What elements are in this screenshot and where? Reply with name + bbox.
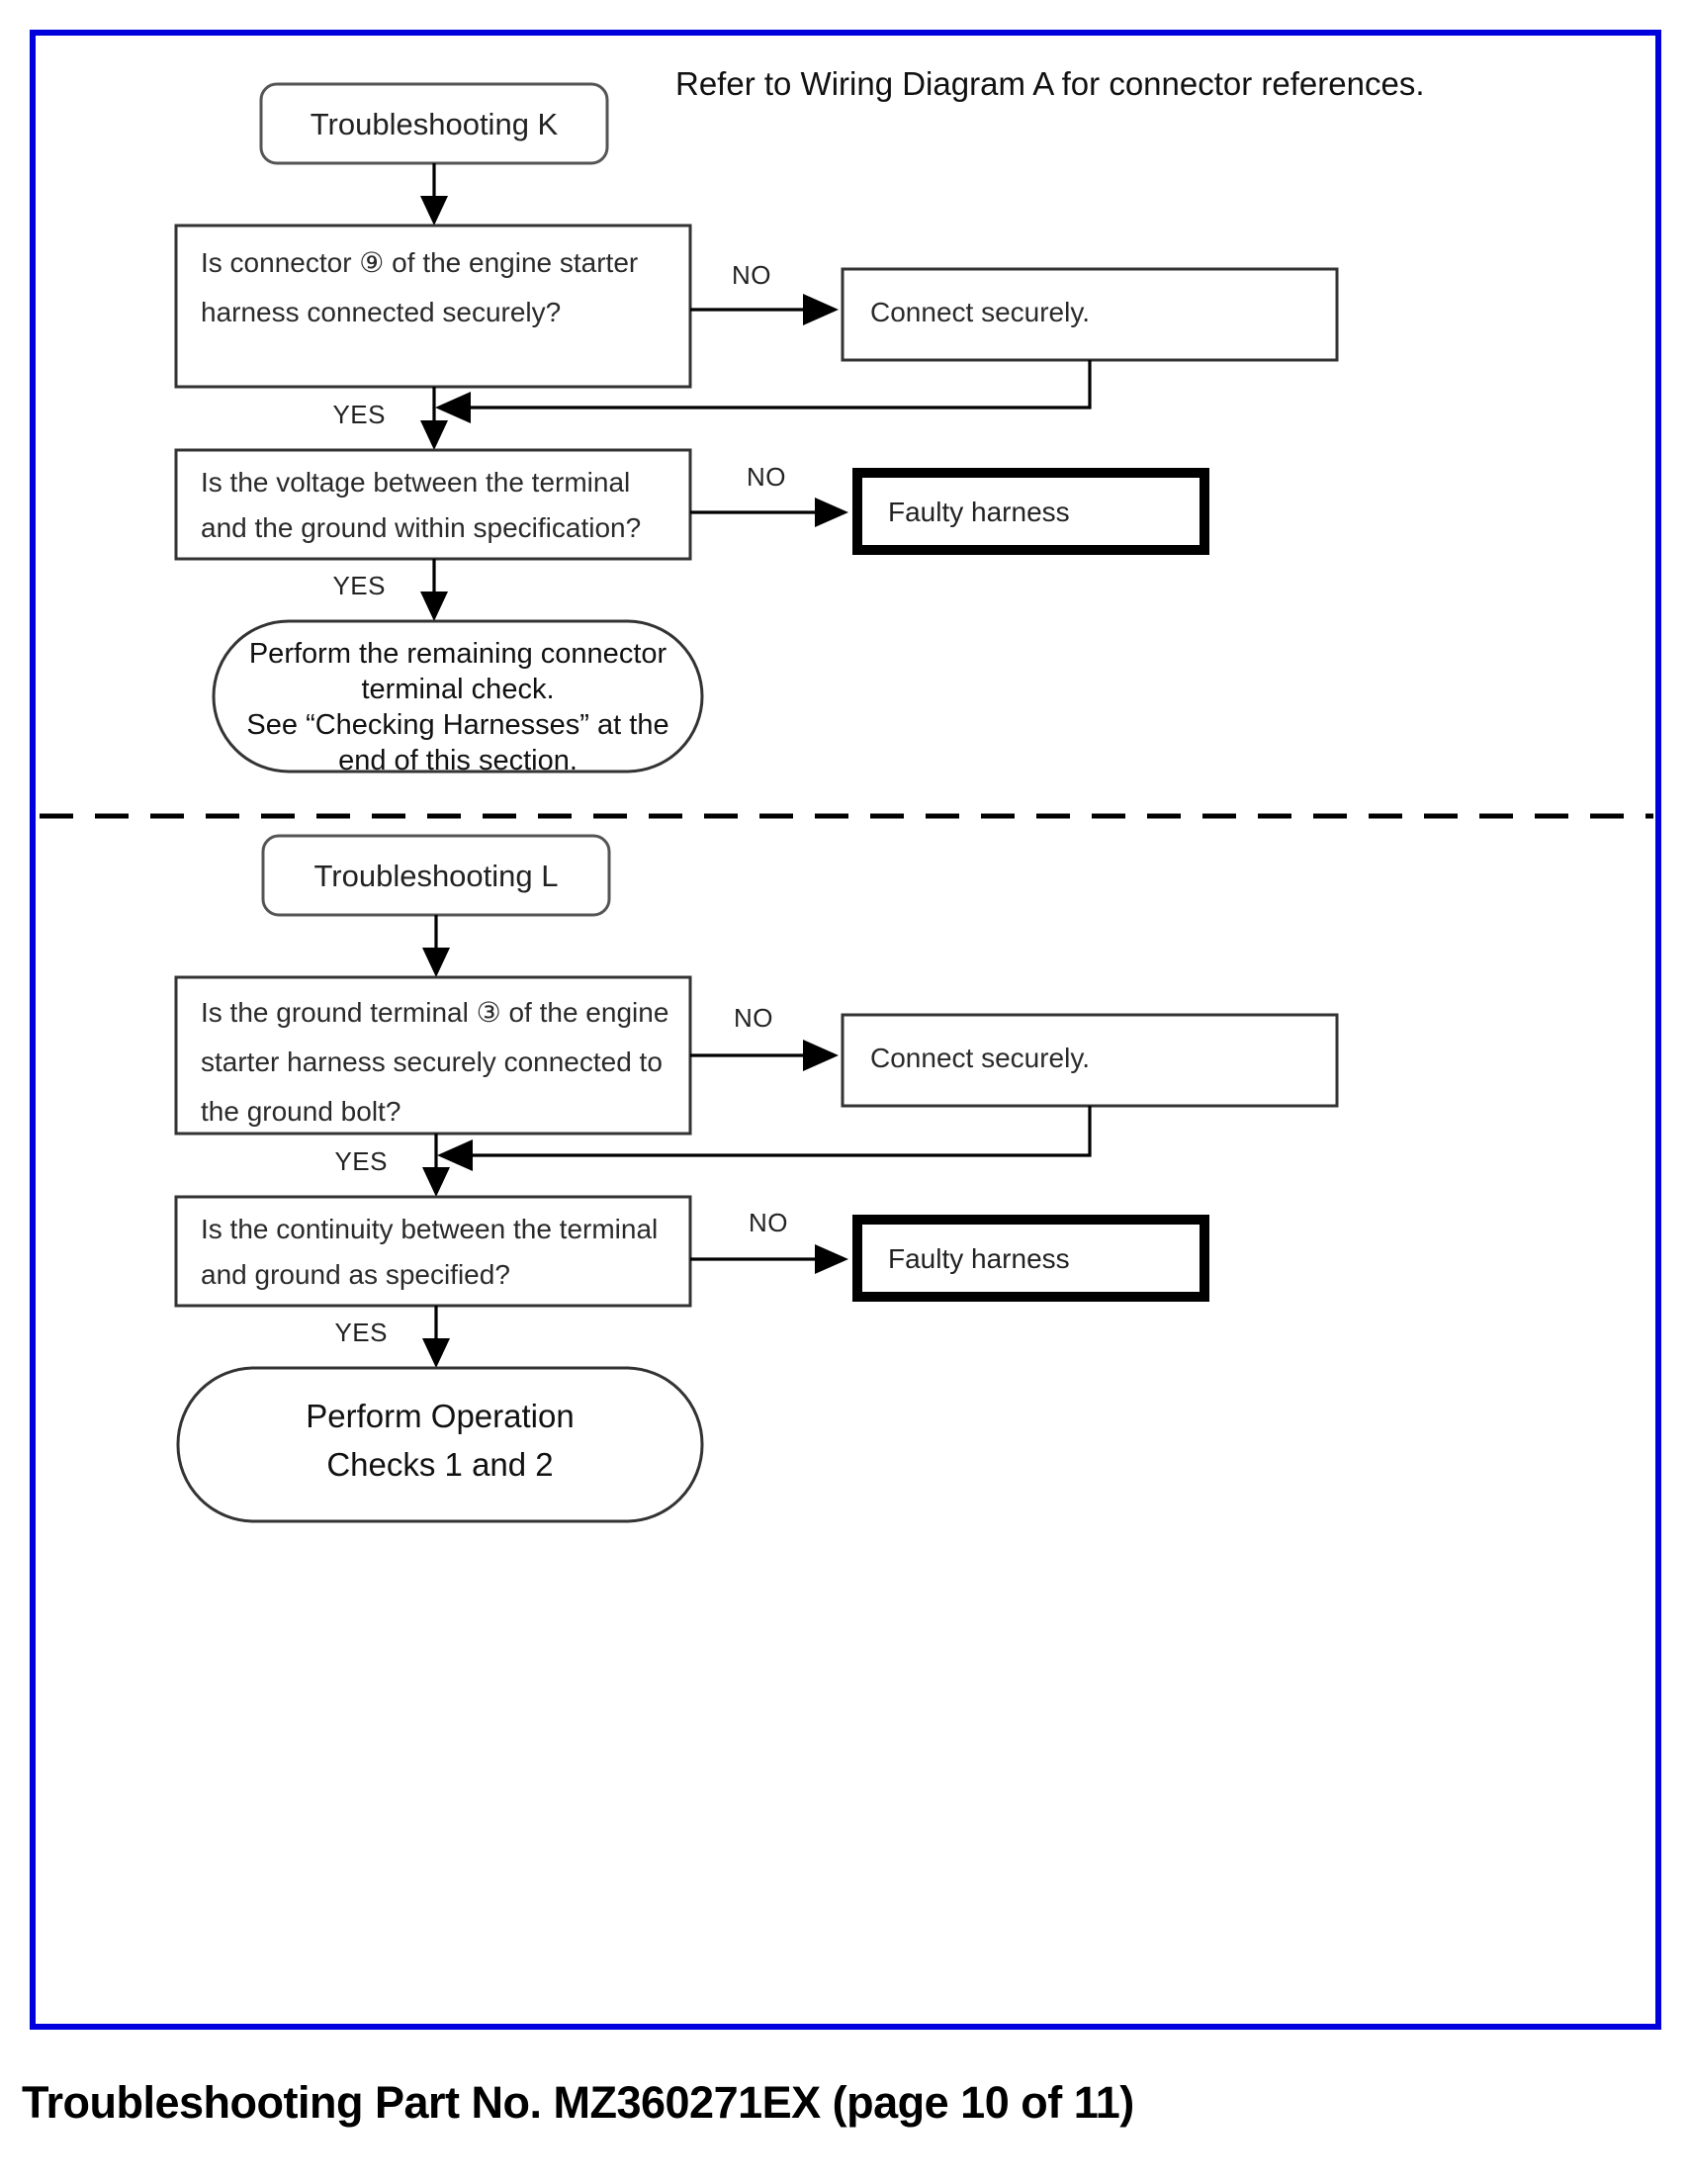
node-l-result-faulty[interactable] bbox=[852, 1215, 1209, 1302]
node-l-end-line1: Perform Operation bbox=[306, 1398, 574, 1434]
arrowhead-l-loopback bbox=[437, 1139, 473, 1171]
connector-k-loopback bbox=[465, 360, 1092, 410]
branch-label-l-no-2: NO bbox=[749, 1208, 788, 1237]
node-k-end-line3: See “Checking Harnesses” at the bbox=[246, 709, 668, 741]
footer-part-number: Troubleshooting Part No. MZ360271EX (pag… bbox=[22, 2077, 1134, 2128]
branch-label-k-yes-1: YES bbox=[332, 400, 386, 429]
branch-label-k-yes-2: YES bbox=[332, 571, 386, 600]
node-l-end-line2: Checks 1 and 2 bbox=[326, 1446, 553, 1483]
arrowhead-k-q2-yes bbox=[420, 592, 448, 621]
node-k-question-2-line2: and the ground within specification? bbox=[201, 512, 641, 543]
node-k-question-1-line1: Is connector ⑨ of the engine starter bbox=[201, 247, 638, 278]
node-l-action-connect[interactable] bbox=[841, 1013, 1339, 1108]
arrowhead-l-start-to-q1 bbox=[422, 948, 450, 977]
node-l-question-2-line2: and ground as specified? bbox=[201, 1259, 510, 1290]
node-k-end-line1: Perform the remaining connector bbox=[249, 638, 667, 670]
node-k-question-2[interactable] bbox=[174, 448, 692, 561]
arrowhead-l-q2-yes bbox=[422, 1338, 450, 1368]
section-troubleshooting-k: Troubleshooting K Is connector ⑨ of the … bbox=[174, 82, 1339, 776]
node-l-end-terminal[interactable] bbox=[176, 1366, 704, 1523]
node-l-action-connect-label: Connect securely. bbox=[870, 1043, 1090, 1073]
page-footer: Troubleshooting Part No. MZ360271EX (pag… bbox=[0, 2046, 1689, 2164]
arrowhead-k-q1-no bbox=[803, 294, 839, 325]
node-k-action-connect[interactable] bbox=[841, 267, 1339, 362]
node-k-end-line2: terminal check. bbox=[361, 674, 554, 705]
node-k-result-faulty-label: Faulty harness bbox=[888, 497, 1070, 527]
section-troubleshooting-l: Troubleshooting L Is the ground terminal… bbox=[174, 834, 1339, 1523]
node-l-question-1[interactable] bbox=[174, 975, 692, 1136]
arrowhead-l-q1-yes bbox=[422, 1167, 450, 1197]
arrowhead-k-q1-yes bbox=[420, 420, 448, 450]
branch-label-l-yes-1: YES bbox=[334, 1146, 388, 1176]
arrowhead-k-q2-no bbox=[815, 498, 848, 527]
node-l-result-faulty-label: Faulty harness bbox=[888, 1243, 1070, 1274]
arrowhead-l-q1-no bbox=[803, 1040, 839, 1071]
node-k-question-1-line2: harness connected securely? bbox=[201, 297, 561, 327]
node-k-result-faulty[interactable] bbox=[852, 468, 1209, 555]
node-k-end-terminal[interactable] bbox=[212, 619, 704, 774]
troubleshooting-flowchart: Refer to Wiring Diagram A for connector … bbox=[40, 65, 1653, 1523]
arrowhead-k-start-to-q1 bbox=[420, 196, 448, 226]
connector-l-loopback bbox=[467, 1106, 1092, 1157]
branch-label-l-yes-2: YES bbox=[334, 1318, 388, 1347]
branch-label-l-no-1: NO bbox=[734, 1003, 773, 1033]
node-l-question-1-line2: starter harness securely connected to bbox=[201, 1046, 663, 1077]
node-l-question-1-line3: the ground bolt? bbox=[201, 1096, 400, 1127]
wiring-diagram-note: Refer to Wiring Diagram A for connector … bbox=[675, 65, 1425, 102]
node-l-question-2[interactable] bbox=[174, 1195, 692, 1308]
node-start-l-label: Troubleshooting L bbox=[313, 859, 558, 893]
node-start-k-label: Troubleshooting K bbox=[311, 107, 559, 141]
node-k-end-line4: end of this section. bbox=[338, 745, 578, 776]
branch-label-k-no-1: NO bbox=[732, 260, 771, 290]
node-k-question-2-line1: Is the voltage between the terminal bbox=[201, 467, 630, 498]
node-l-question-2-line1: Is the continuity between the terminal bbox=[201, 1214, 658, 1244]
arrowhead-k-loopback bbox=[435, 392, 471, 423]
branch-label-k-no-2: NO bbox=[747, 462, 786, 492]
arrowhead-l-q2-no bbox=[815, 1244, 848, 1274]
node-l-question-1-line1: Is the ground terminal ③ of the engine bbox=[201, 997, 668, 1028]
node-k-action-connect-label: Connect securely. bbox=[870, 297, 1090, 327]
